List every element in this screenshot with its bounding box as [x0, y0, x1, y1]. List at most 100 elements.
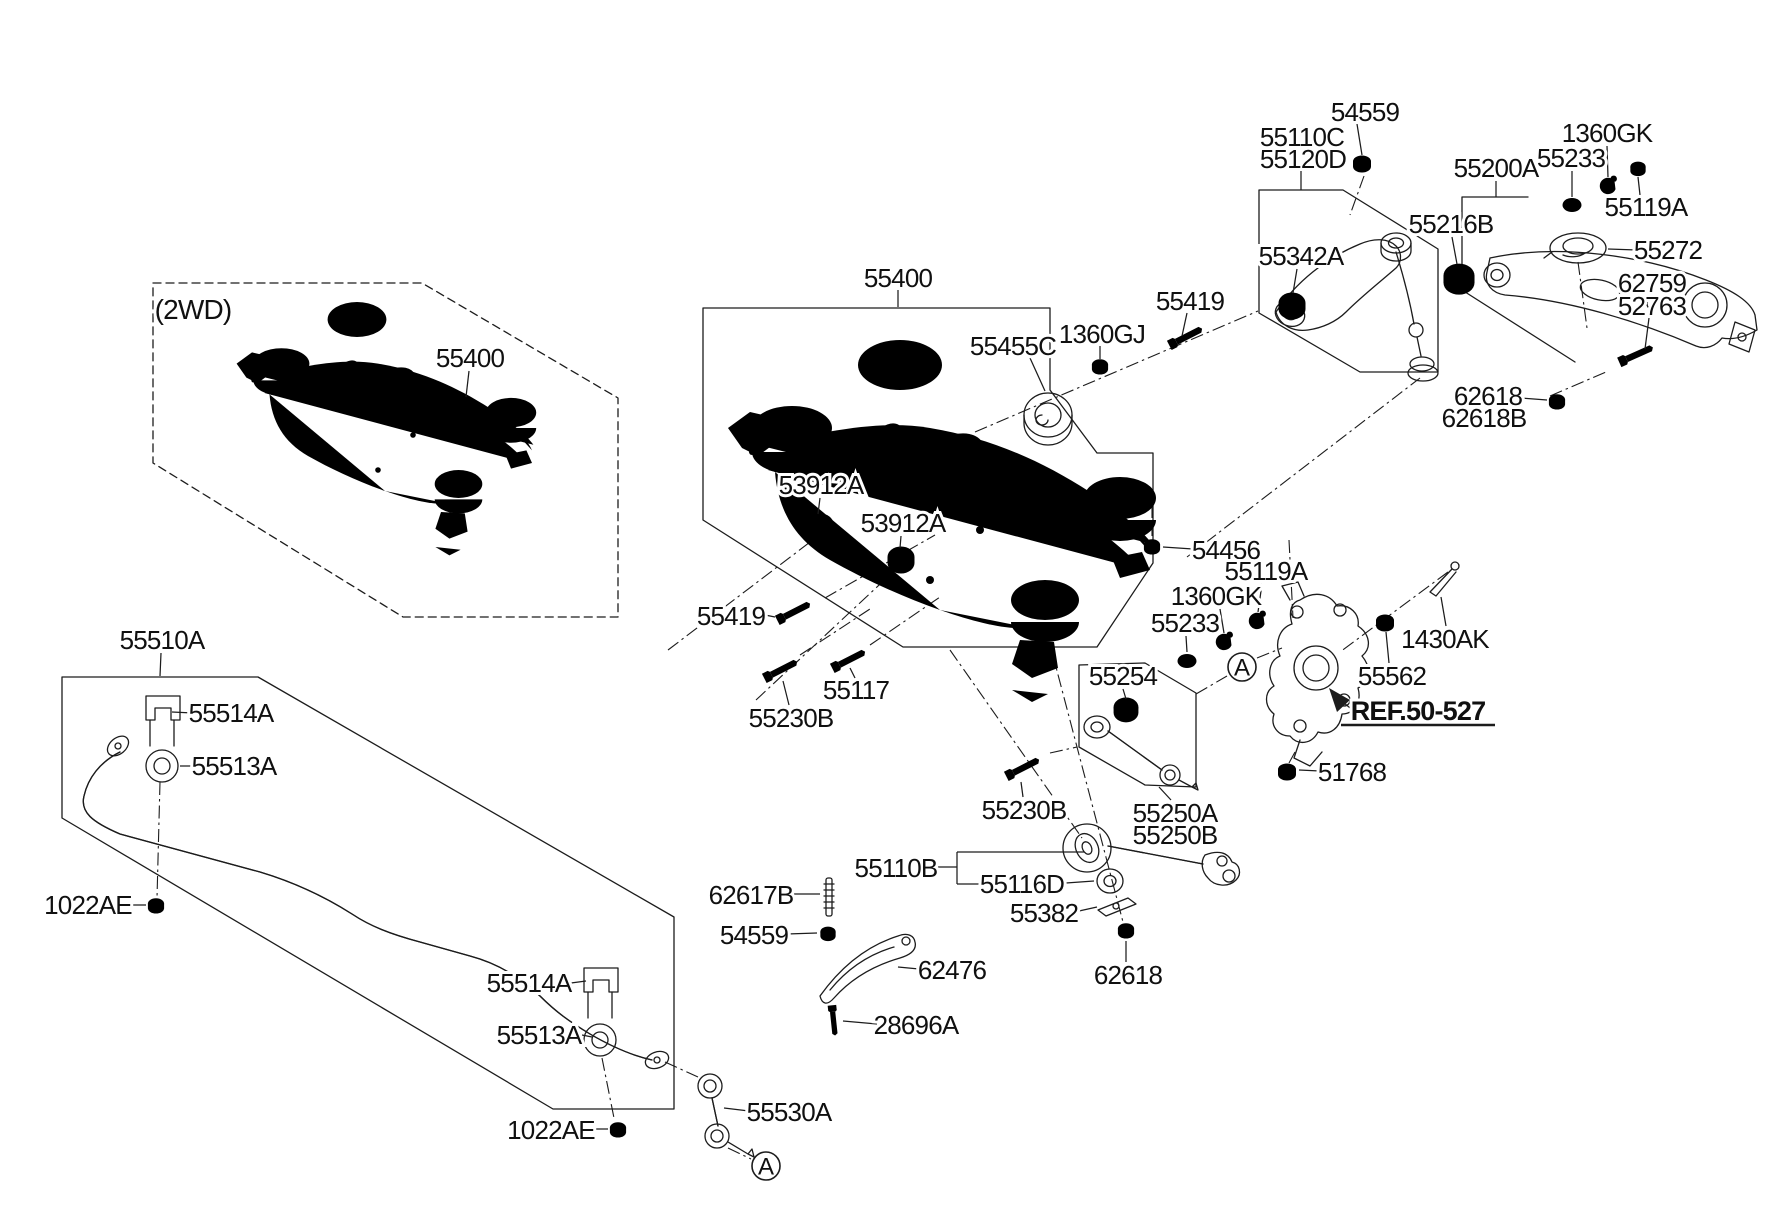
nut-54559-top: [1353, 155, 1371, 173]
zone-box-subframe: [702, 307, 1154, 648]
part-label-53912a-2: 53912A: [861, 508, 947, 538]
part-label-55250b: 55250B: [1133, 820, 1218, 850]
part-label-52763: 52763: [1618, 291, 1687, 321]
part-label-55342a: 55342A: [1259, 241, 1345, 271]
part-label-28696a: 28696A: [874, 1010, 960, 1040]
part-label-62759: 62759: [1618, 268, 1687, 298]
nut-54559-bottom: [820, 926, 836, 942]
bolt-28696a: [827, 1004, 840, 1036]
part-label-51768: 51768: [1318, 757, 1387, 787]
part-label-1022ae-l: 1022AE: [44, 890, 132, 920]
subframe-2wd: [228, 302, 537, 556]
stud-62617b: [823, 877, 835, 917]
part-label-55250a: 55250A: [1133, 798, 1219, 828]
part-label-55110c: 55110C: [1260, 122, 1344, 152]
part-label-55120d: 55120D: [1260, 144, 1346, 174]
part-label-55455c: 55455C: [970, 331, 1056, 361]
stabilizer-bar-assembly: [82, 695, 755, 1158]
nut-55119a-top: [1630, 161, 1646, 177]
nut-51768: [1278, 763, 1296, 781]
bushing-55342a: [1278, 292, 1306, 320]
part-label-54456: 54456: [1192, 535, 1261, 565]
part-label-62618-r: 62618: [1454, 381, 1523, 411]
part-label-55116d: 55116D: [980, 869, 1064, 899]
part-label-55510a: 55510A: [120, 625, 206, 655]
part-label-62476: 62476: [918, 955, 987, 985]
detail-marker-letter: A: [1234, 655, 1250, 682]
detail-marker-circle: [751, 1151, 781, 1181]
bracket-55514a-upper: [145, 695, 181, 747]
part-label-55119a-top: 55119A: [1605, 192, 1689, 222]
part-label-55230b-l: 55230B: [982, 795, 1067, 825]
part-label-55117: 55117: [823, 675, 890, 705]
nut-1022ae-bottom: [609, 1122, 627, 1138]
bushing-55116d: [1096, 868, 1124, 894]
part-label-55514a-b: 55514A: [487, 968, 573, 998]
part-label-55400-2wd: 55400: [436, 343, 505, 373]
zone-box-2wd: [152, 282, 619, 618]
brace-62476: [819, 933, 916, 1004]
assembly-axis-lines: [156, 175, 1607, 1160]
zone-box-stabilizer: [61, 676, 675, 1110]
rear-knuckle: [1265, 581, 1369, 767]
nut-62618-right: [1548, 394, 1566, 410]
fasteners-and-small-parts: [147, 155, 1656, 1138]
part-label-55400: 55400: [864, 263, 933, 293]
detail-marker-a-knuckle: A: [1227, 652, 1257, 682]
part-label-55514a-u: 55514A: [189, 698, 275, 728]
part-label-55513a-b: 55513A: [497, 1020, 583, 1050]
part-label-55216b: 55216B: [1409, 209, 1494, 239]
part-label-62618b-r: 62618B: [1442, 403, 1527, 433]
part-label-55119a-mid: 55119A: [1225, 556, 1309, 586]
bushing-53912a-1: [806, 513, 834, 541]
part-label-55200a: 55200A: [1454, 153, 1540, 183]
part-label-55254: 55254: [1089, 661, 1158, 691]
part-label-55110b: 55110B: [855, 853, 938, 883]
part-label-1360gk-top: 1360GK: [1562, 118, 1654, 148]
trailing-arm-assembly: [1062, 823, 1241, 917]
part-label-55513a-u: 55513A: [192, 751, 278, 781]
part-label-55233-mid: 55233: [1151, 608, 1220, 638]
bushing-53912a-2: [887, 546, 915, 574]
insulator-55272: [1543, 232, 1607, 264]
part-label-53912a-1: 53912A: [779, 470, 865, 500]
nut-54456: [1143, 539, 1161, 555]
bolt-55419-upper: [1166, 324, 1205, 350]
part-label-1360gk-mid: 1360GK: [1171, 581, 1263, 611]
leader-lines: [129, 123, 1650, 1130]
nut-55562: [1376, 614, 1394, 632]
zone-box-assist-arm: [1078, 662, 1197, 788]
lower-arm-assembly: [1443, 232, 1758, 353]
bolt-55230b-upper: [761, 657, 800, 683]
clip-55119a-mid: [1248, 610, 1266, 630]
assist-arm-assembly: [1083, 697, 1199, 791]
part-label-ref-50-527: REF.50-527: [1351, 696, 1486, 726]
detail-marker-circle: [1227, 652, 1257, 682]
zone-box-lower-arm: [1461, 196, 1576, 363]
part-label-55419-l: 55419: [697, 601, 766, 631]
bushing-55513a-lower: [583, 1023, 617, 1057]
part-label-55562: 55562: [1358, 661, 1427, 691]
bolt-62759-52763: [1617, 342, 1656, 368]
part-label-54559-b: 54559: [720, 920, 789, 950]
part-label-55272: 55272: [1634, 235, 1703, 265]
bushing-55254: [1113, 697, 1139, 723]
bushing-55455c: [1023, 392, 1073, 446]
nut-62618-bottom: [1117, 923, 1135, 939]
nut-1022ae-left: [147, 898, 165, 914]
part-label-62618-b: 62618: [1094, 960, 1163, 990]
part-label-55419-tr: 55419: [1156, 286, 1225, 316]
bushing-55513a-upper: [145, 749, 179, 783]
part-label-1430ak: 1430AK: [1401, 624, 1490, 654]
bracket-55514a-lower: [583, 967, 619, 1019]
part-label-2wd: (2WD): [155, 294, 232, 325]
ref-arrow-icon: [1329, 688, 1350, 712]
washer-55233-mid: [1177, 654, 1197, 668]
detail-marker-a-stabilizer: A: [751, 1151, 781, 1181]
stabilizer-link-55530a: [697, 1073, 755, 1158]
part-label-55382: 55382: [1010, 898, 1079, 928]
clamp-55382: [1097, 897, 1137, 917]
